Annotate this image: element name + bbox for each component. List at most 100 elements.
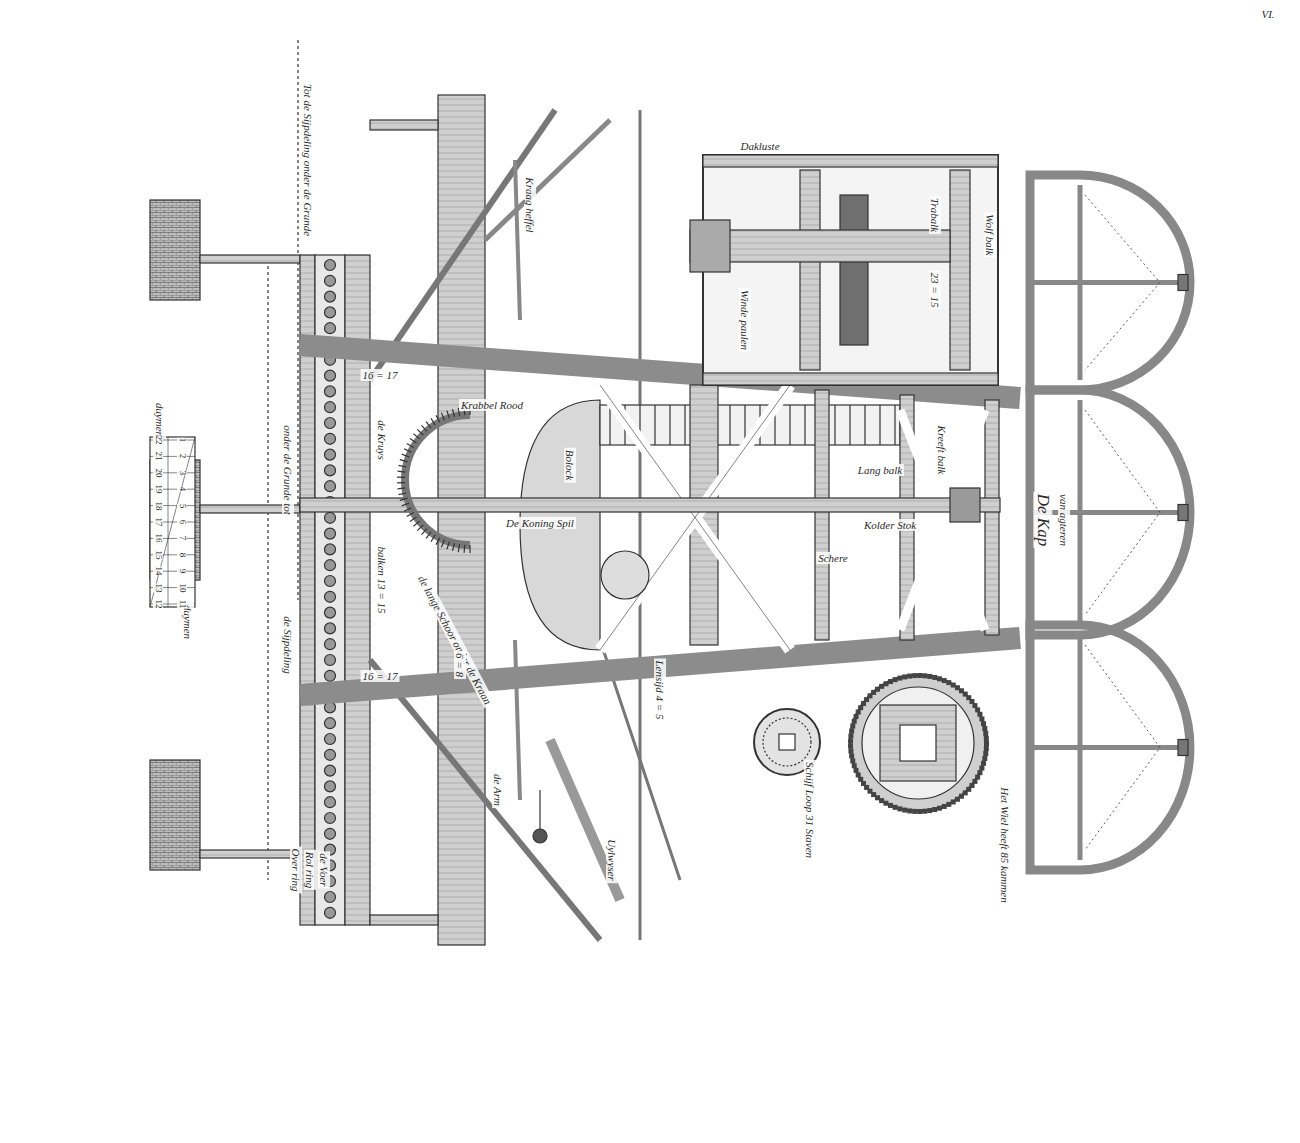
part-label: Schijf Loop 31 Staven [804, 760, 816, 860]
brace-edge [600, 385, 790, 650]
trabalk [950, 170, 970, 370]
part-label: Wolf balk [984, 212, 996, 257]
part-label: 16 = 17 [361, 670, 400, 682]
roller [325, 797, 336, 808]
knob [1178, 740, 1188, 756]
rung [804, 405, 805, 445]
roller [325, 291, 336, 302]
cap-bar [1078, 635, 1083, 860]
roller [325, 560, 336, 571]
roller [325, 307, 336, 318]
roller [325, 765, 336, 776]
tooth [458, 544, 459, 552]
beam [370, 120, 438, 130]
cog [981, 721, 986, 726]
cog [932, 807, 937, 812]
cog [850, 724, 855, 729]
beam [200, 850, 300, 858]
tooth [413, 521, 419, 526]
cog [983, 731, 988, 736]
part-label: Kolder Stok [862, 519, 918, 531]
roller [325, 544, 336, 555]
cap-bar [1078, 185, 1083, 380]
cog [902, 674, 907, 679]
tooth [397, 476, 405, 478]
scale-number: 18 [153, 501, 163, 510]
roller [325, 465, 336, 476]
cog [917, 673, 922, 678]
tooth [398, 465, 406, 467]
scale-number: 9 [177, 569, 187, 574]
roller [325, 418, 336, 429]
roller [325, 734, 336, 745]
cap-bar [1030, 510, 1180, 515]
rung [894, 405, 895, 445]
cog [927, 674, 932, 679]
cog [975, 775, 980, 780]
tooth [398, 493, 406, 495]
cap-frame [703, 155, 998, 385]
tooth [413, 434, 419, 439]
part-label: De Koning Spil [504, 517, 576, 529]
roller [325, 402, 336, 413]
tooth [447, 542, 450, 550]
cog [856, 710, 861, 715]
roller [325, 907, 336, 918]
roller [325, 576, 336, 587]
rung [654, 405, 655, 445]
tooth [404, 508, 411, 511]
tooth [402, 454, 409, 457]
part-label: balken 13 = 15 [376, 545, 388, 616]
part-label: Krabbel Rood [459, 399, 525, 411]
part-label: Het Wiel heeft 85 kammen [999, 785, 1011, 904]
tooth [400, 460, 408, 462]
part-label: duymen [182, 603, 194, 641]
tooth [400, 498, 408, 500]
cog [922, 809, 927, 814]
cog [937, 806, 942, 811]
cog [979, 766, 984, 771]
scale-number: 19 [153, 485, 163, 494]
rung [684, 405, 685, 445]
cog [852, 719, 857, 724]
brick-pier [150, 760, 200, 870]
cog [937, 676, 942, 681]
cog [922, 673, 927, 678]
roller [325, 623, 336, 634]
part-label: De Kap [1034, 492, 1053, 548]
tooth [417, 429, 423, 435]
brace [600, 385, 790, 650]
tooth [447, 411, 450, 419]
tooth [431, 418, 435, 425]
dakluste [703, 155, 998, 167]
roller [325, 813, 336, 824]
cog [984, 746, 989, 751]
brake-wheel [405, 415, 470, 545]
roller [325, 481, 336, 492]
knob [1178, 275, 1188, 291]
scale-number: 22 [153, 436, 163, 445]
cap-ring [1030, 175, 1190, 390]
rung [729, 405, 730, 445]
cog [888, 679, 893, 684]
cap-sections [1030, 175, 1190, 870]
scale-number: 10 [177, 583, 187, 592]
tooth [441, 540, 444, 547]
cog [927, 808, 932, 813]
tooth [397, 482, 405, 484]
scale-number: 12 [153, 600, 163, 609]
scale-number: 20 [153, 468, 163, 477]
scale-number: 8 [177, 553, 187, 558]
tooth [410, 439, 417, 444]
brace [600, 385, 790, 650]
part-label: Bolock [564, 448, 576, 483]
roller [325, 639, 336, 650]
part-label: de Sijpdeling [282, 614, 294, 676]
beam [703, 373, 998, 385]
tooth [422, 425, 427, 431]
roller [325, 260, 336, 271]
cog [848, 744, 853, 749]
tooth [407, 513, 414, 517]
roller [325, 449, 336, 460]
knob [1178, 505, 1188, 521]
